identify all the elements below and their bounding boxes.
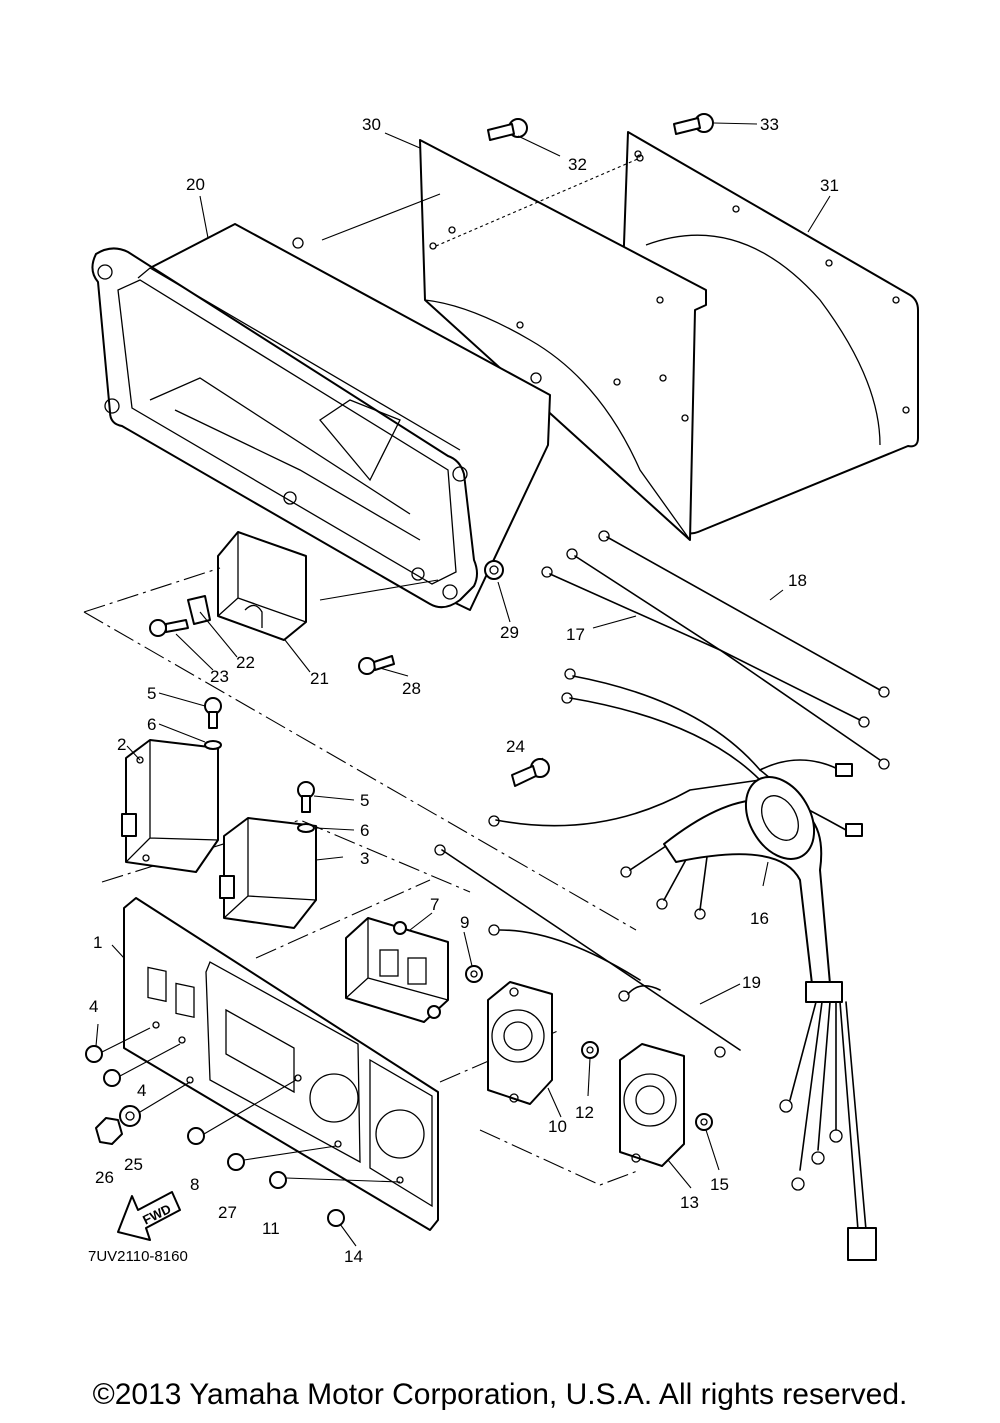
mounting-plate-30 bbox=[419, 139, 707, 541]
callout-27: 27 bbox=[218, 1203, 237, 1222]
circuit-breaker-2 bbox=[121, 739, 219, 873]
callout-5-lower: 5 bbox=[360, 791, 369, 810]
callout-33: 33 bbox=[760, 115, 779, 134]
control-box-housing-20 bbox=[91, 223, 551, 611]
nut-9 bbox=[465, 965, 483, 983]
catalog-code: 7UV2110-8160 bbox=[88, 1248, 188, 1265]
callout-23: 23 bbox=[210, 667, 229, 686]
assembly-outline-mid bbox=[101, 819, 471, 959]
copyright-notice: ©2013 Yamaha Motor Corporation, U.S.A. A… bbox=[92, 1378, 908, 1411]
callout-24: 24 bbox=[506, 737, 525, 756]
nut-12 bbox=[581, 1041, 599, 1059]
callout-4-upper: 4 bbox=[89, 997, 98, 1016]
screw-33 bbox=[673, 113, 714, 135]
callout-15: 15 bbox=[710, 1175, 729, 1194]
callout-29: 29 bbox=[500, 623, 519, 642]
twist-lock-receptacle-13 bbox=[619, 1043, 685, 1167]
callout-2: 2 bbox=[117, 735, 126, 754]
callout-25: 25 bbox=[124, 1155, 143, 1174]
circuit-breaker-3 bbox=[219, 817, 317, 929]
callout-28: 28 bbox=[402, 679, 421, 698]
callout-5-upper: 5 bbox=[147, 684, 156, 703]
callout-16: 16 bbox=[750, 909, 769, 928]
callout-14: 14 bbox=[344, 1247, 363, 1266]
callout-32: 32 bbox=[568, 155, 587, 174]
callout-11: 11 bbox=[262, 1219, 280, 1238]
callout-18: 18 bbox=[788, 571, 807, 590]
screw-23 bbox=[149, 619, 189, 637]
callout-31: 31 bbox=[820, 176, 839, 195]
callout-30: 30 bbox=[362, 115, 381, 134]
nut-26 bbox=[95, 1117, 123, 1145]
screw-32 bbox=[487, 118, 528, 141]
callout-8: 8 bbox=[190, 1175, 199, 1194]
callout-17: 17 bbox=[566, 625, 585, 644]
callout-21: 21 bbox=[310, 669, 329, 688]
bolt-24 bbox=[511, 758, 550, 787]
screws-panel bbox=[85, 1027, 401, 1227]
callout-4-lower: 4 bbox=[137, 1081, 146, 1100]
callout-10: 10 bbox=[548, 1117, 567, 1136]
callout-1: 1 bbox=[93, 933, 102, 952]
washer-25 bbox=[119, 1105, 141, 1127]
callout-7: 7 bbox=[430, 895, 439, 914]
callout-13: 13 bbox=[680, 1193, 699, 1212]
wire-harness bbox=[434, 530, 890, 1261]
fwd-arrow-icon: FWD bbox=[117, 1191, 181, 1241]
callout-9: 9 bbox=[460, 913, 469, 932]
control-unit-21 bbox=[217, 531, 307, 641]
control-panel-plate-1 bbox=[123, 897, 439, 1231]
callout-12: 12 bbox=[575, 1103, 594, 1122]
callout-19: 19 bbox=[742, 973, 761, 992]
screw-5-upper bbox=[204, 697, 222, 729]
assembly-outline-upper bbox=[83, 567, 637, 931]
duplex-receptacle-7 bbox=[345, 917, 449, 1023]
washer-6-lower bbox=[297, 823, 315, 833]
nut-15 bbox=[695, 1113, 713, 1131]
callout-3: 3 bbox=[360, 849, 369, 868]
screw-5-lower bbox=[297, 781, 315, 813]
nut-29 bbox=[484, 560, 504, 580]
callout-leaders bbox=[95, 122, 831, 1247]
twist-lock-receptacle-10 bbox=[487, 981, 553, 1105]
callout-22: 22 bbox=[236, 653, 255, 672]
callout-6-upper: 6 bbox=[147, 715, 156, 734]
screw-28 bbox=[358, 655, 395, 675]
callout-26: 26 bbox=[95, 1168, 114, 1187]
callout-20: 20 bbox=[186, 175, 205, 194]
washer-6-upper bbox=[204, 740, 222, 750]
callout-6-lower: 6 bbox=[360, 821, 369, 840]
callout-numbers: 30 32 33 31 20 29 18 17 22 23 21 28 5 6 … bbox=[89, 115, 839, 1266]
